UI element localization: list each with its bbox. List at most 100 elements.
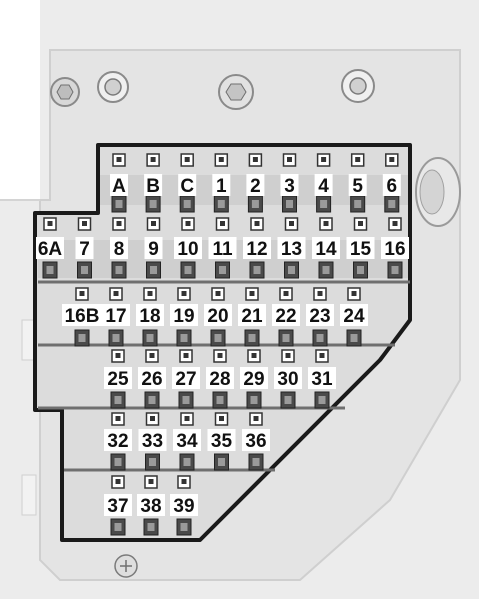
fuse-slot[interactable]: 32: [104, 412, 132, 471]
fuse-slot[interactable]: 1: [212, 153, 231, 213]
fuse-slot[interactable]: 31: [308, 349, 336, 409]
fuse-pin: [358, 221, 363, 226]
fuse-slot[interactable]: 36: [242, 412, 270, 471]
fuse-slot[interactable]: 28: [206, 349, 234, 409]
ground-screw-icon: [114, 554, 138, 578]
fuse-label: 32: [107, 431, 128, 452]
fuse-slot[interactable]: 2: [246, 153, 265, 213]
fuse-label-plate: [174, 237, 202, 259]
fuse-window: [354, 200, 362, 208]
fuse-window: [115, 200, 123, 208]
fuse-window: [322, 266, 330, 274]
fuse-window: [149, 200, 157, 208]
fuse-window: [114, 396, 122, 404]
fuse-label-plate: [102, 304, 130, 326]
fuse-label-plate: [340, 304, 368, 326]
fuse-slot[interactable]: 25: [104, 349, 132, 409]
fuse-label-plate: [36, 237, 64, 259]
fuse-slot[interactable]: 16: [381, 217, 409, 279]
fuse-label: 3: [284, 176, 295, 197]
fuse-label: 26: [141, 369, 162, 390]
fuse-slot[interactable]: 27: [172, 349, 200, 409]
fuse-slot[interactable]: 33: [138, 412, 167, 471]
fuse-slot[interactable]: 29: [240, 349, 268, 409]
fuse-label-plate: [136, 304, 164, 326]
fuse-label-plate: [382, 174, 401, 196]
fuse-slot[interactable]: 13: [277, 217, 306, 279]
fuse-label-plate: [178, 174, 197, 196]
fuse-pin: [115, 353, 121, 358]
fuse-label: 17: [105, 306, 126, 327]
fuse-label-plate: [110, 237, 128, 259]
fuse-slot[interactable]: 37: [104, 475, 132, 536]
fuse-label-plate: [381, 237, 409, 259]
fuse-slot[interactable]: 34: [173, 412, 201, 471]
fuse-window: [112, 334, 120, 342]
fuse-label-plate: [308, 367, 336, 389]
bolt-icon: [341, 69, 375, 103]
fuse-label: 34: [176, 431, 198, 452]
fuse-window: [114, 458, 122, 466]
fuse-slot[interactable]: 21: [238, 287, 266, 347]
fuse-slot[interactable]: 12: [243, 217, 271, 279]
mounting-bolts: [50, 69, 461, 578]
fuse-label: 35: [211, 431, 233, 452]
bolt-icon: [218, 74, 254, 110]
fuse-label-plate: [314, 174, 333, 196]
fuse-slot[interactable]: 22: [272, 287, 300, 347]
fuse-slot[interactable]: 11: [208, 217, 237, 279]
fuse-window: [288, 266, 295, 274]
fuse-label: 31: [311, 369, 333, 390]
fuse-slot[interactable]: 23: [306, 287, 334, 347]
fuse-pin: [181, 291, 187, 296]
fuse-slot[interactable]: 35: [207, 412, 236, 471]
fuse-slot[interactable]: 6: [382, 153, 401, 213]
fuse-slot[interactable]: 38: [137, 475, 165, 536]
fuse-slot[interactable]: 26: [138, 349, 166, 409]
fuse-label: 38: [140, 496, 161, 517]
fuse-label: 8: [114, 239, 125, 260]
fuse-window: [184, 266, 192, 274]
fuse-pin: [82, 221, 87, 226]
fuse-slot[interactable]: 20: [204, 287, 232, 347]
fuse-label: 6A: [38, 239, 63, 260]
fuse-slot[interactable]: 10: [174, 217, 202, 279]
fuse-slot[interactable]: 24: [340, 287, 368, 347]
fuse-slot[interactable]: A: [110, 153, 128, 213]
fuse-label: 4: [318, 176, 329, 197]
fuse-window: [219, 266, 226, 274]
fuse-label: 21: [241, 306, 263, 327]
fuse-slot[interactable]: 15: [346, 217, 375, 279]
fuse-window: [214, 334, 222, 342]
fuse-slot[interactable]: 7: [75, 217, 94, 279]
fuse-label-plate: [144, 237, 163, 259]
fuse-slot[interactable]: 3: [280, 153, 299, 213]
fuse-slot[interactable]: 5: [348, 153, 367, 213]
fuse-slot[interactable]: 30: [274, 349, 302, 409]
fuse-slot[interactable]: 18: [136, 287, 164, 347]
fuse-pin: [215, 291, 221, 296]
fuse-pin: [285, 353, 291, 358]
fuse-slot[interactable]: C: [178, 153, 197, 213]
fuse-slot[interactable]: 6A: [36, 217, 64, 279]
fuse-pin: [218, 157, 224, 162]
fuse-slot[interactable]: 9: [144, 217, 163, 279]
fuse-label-plate: [240, 367, 268, 389]
fuse-label: 22: [275, 306, 296, 327]
fuse-slot[interactable]: 39: [170, 475, 198, 536]
fuse-label: B: [146, 176, 160, 197]
fuse-label-plate: [62, 304, 102, 326]
fuse-slot[interactable]: B: [144, 153, 163, 213]
fuse-slot[interactable]: 8: [110, 217, 128, 279]
fuse-label-plate: [138, 367, 166, 389]
fuse-slot[interactable]: 4: [314, 153, 333, 213]
fuse-slot[interactable]: 17: [102, 287, 130, 347]
fuse-slot[interactable]: 14: [312, 217, 340, 279]
fuse-slot[interactable]: 16B: [62, 287, 102, 347]
fuse-slot[interactable]: 19: [170, 287, 198, 347]
fuse-window: [180, 334, 188, 342]
fuse-window: [248, 334, 256, 342]
fuse-label: 19: [173, 306, 194, 327]
fuse-window: [150, 266, 157, 274]
